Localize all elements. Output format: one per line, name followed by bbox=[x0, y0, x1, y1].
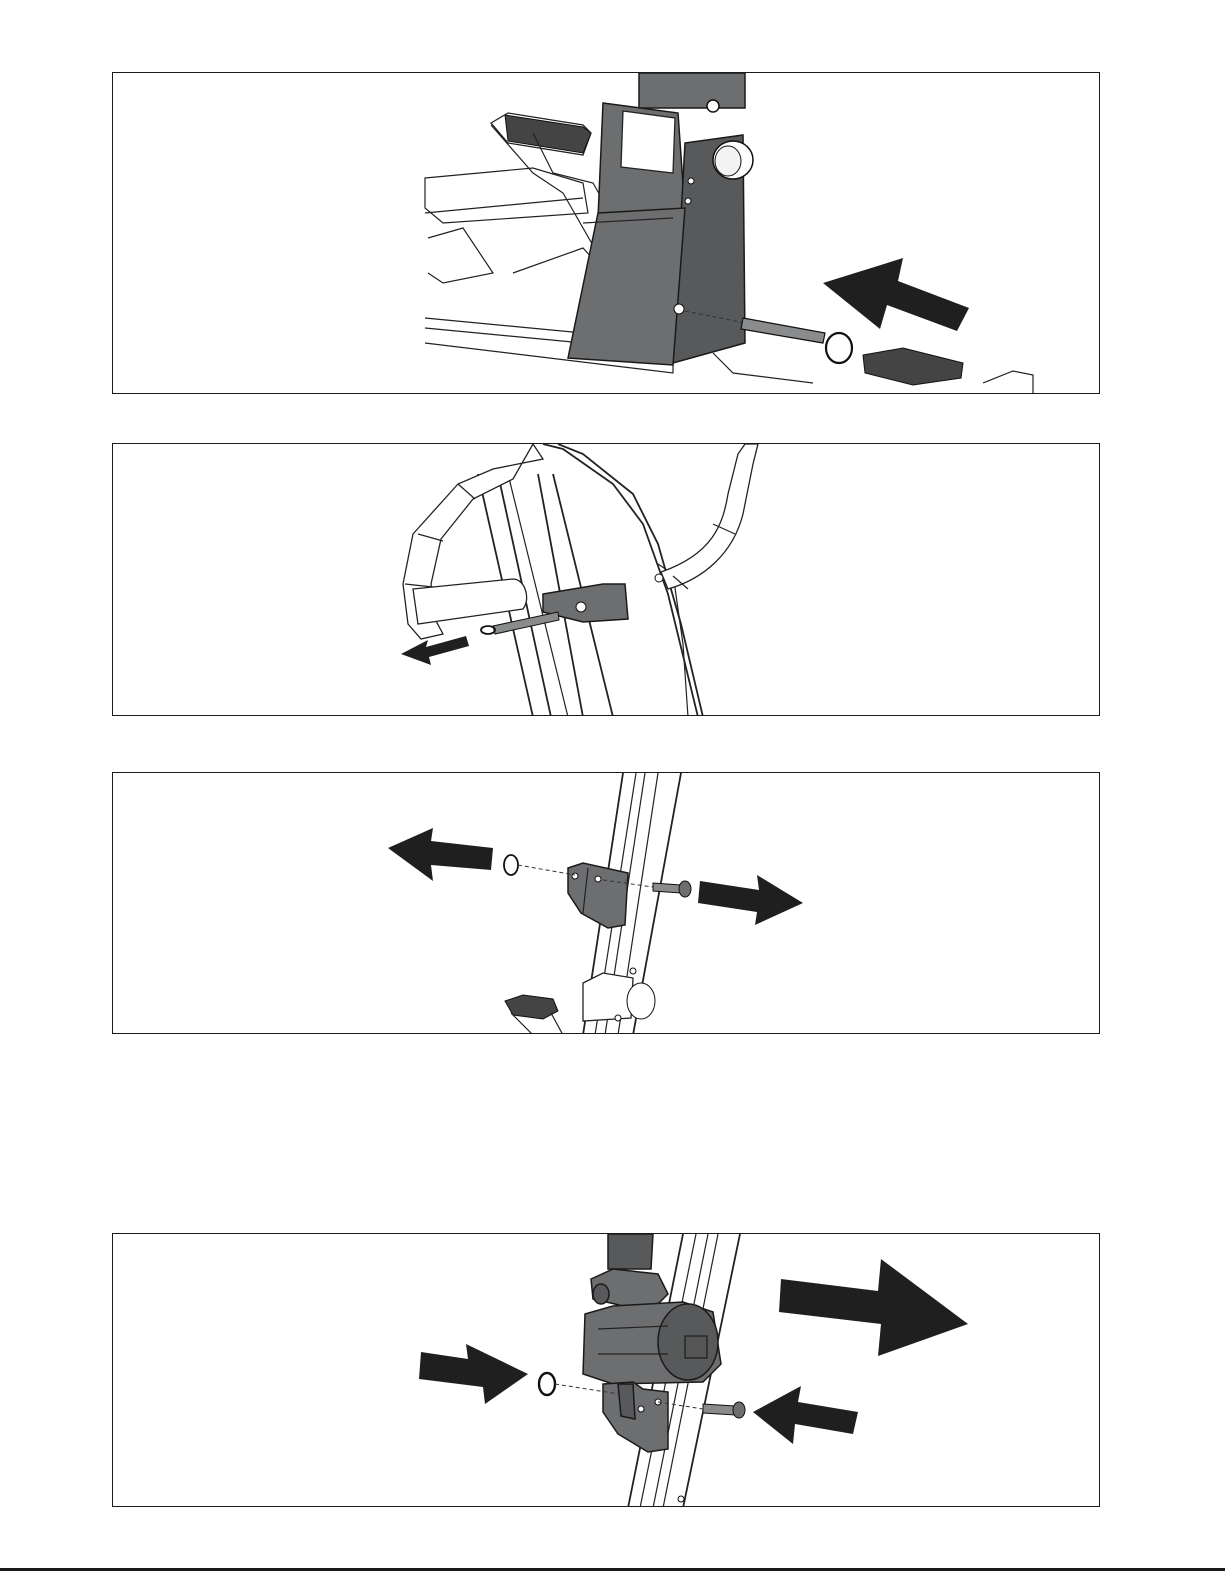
washer-icon bbox=[504, 855, 518, 875]
arrow-icon bbox=[401, 636, 469, 665]
arrow-icon bbox=[779, 1259, 968, 1356]
arrow-icon bbox=[823, 258, 969, 331]
pull-pin-icon bbox=[493, 612, 559, 634]
arrow-icon bbox=[419, 1344, 528, 1404]
illustration-panel-3 bbox=[112, 772, 1100, 1034]
handlebar-right bbox=[661, 444, 758, 589]
console-bolt-drawing bbox=[113, 1234, 1100, 1507]
arrow-icon bbox=[698, 875, 803, 925]
bracket-bolt-drawing bbox=[113, 773, 1100, 1034]
pedal-right bbox=[863, 348, 963, 385]
illustration-panel-2 bbox=[112, 443, 1100, 716]
seat-post-pin-drawing bbox=[113, 73, 1100, 394]
arrow-icon bbox=[753, 1386, 858, 1444]
handlebar-pin-drawing bbox=[113, 444, 1100, 716]
bolt-icon bbox=[703, 1404, 735, 1415]
arrow-icon bbox=[388, 828, 493, 881]
footer-rule bbox=[0, 1568, 1225, 1571]
pull-pin-icon bbox=[741, 318, 825, 343]
illustration-panel-4 bbox=[112, 1233, 1100, 1507]
bolt-icon bbox=[653, 883, 681, 893]
bracket bbox=[568, 863, 628, 928]
illustration-panel-1 bbox=[112, 72, 1100, 394]
upper-post bbox=[639, 73, 745, 108]
washer-icon bbox=[539, 1373, 555, 1395]
